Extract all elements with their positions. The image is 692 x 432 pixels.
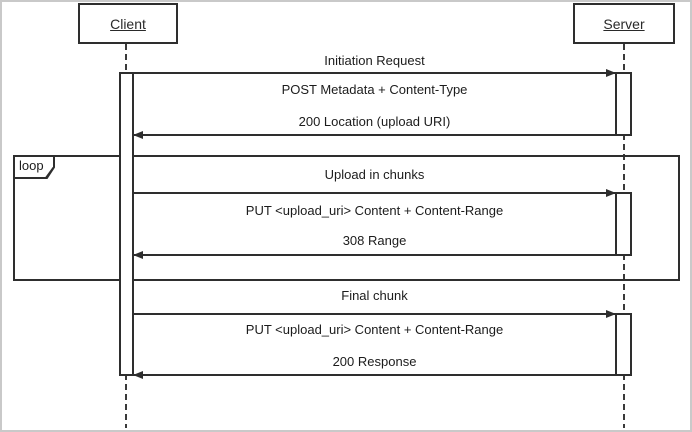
message-line-put-chunk: [134, 189, 616, 197]
message-label-200-response: 200 Response: [332, 354, 417, 369]
server-activation-bar-1: [615, 72, 632, 136]
client-activation-bar: [119, 72, 134, 376]
server-activation-bar-3: [615, 313, 632, 376]
loop-operator-pentagon: loop: [13, 155, 55, 179]
loop-fragment-border: [13, 155, 680, 281]
message-label-200-location: 200 Location (upload URI): [298, 114, 451, 129]
loop-operator-label: loop: [19, 158, 44, 173]
section-title-final-chunk: Final chunk: [341, 288, 408, 303]
server-actor-box: Server: [573, 3, 675, 44]
arrowhead-left-icon: [133, 371, 143, 379]
message-label-post-metadata: POST Metadata + Content-Type: [281, 82, 468, 97]
message-label-308-range: 308 Range: [342, 233, 407, 248]
message-line-put-final: [134, 310, 616, 318]
arrowhead-right-icon: [606, 69, 616, 77]
loop-operator-pentagon-fill: [15, 157, 53, 177]
message-line-post-metadata: [134, 69, 616, 77]
arrowhead-left-icon: [133, 251, 143, 259]
section-title-initiation: Initiation Request: [324, 53, 425, 68]
arrowhead-right-icon: [606, 310, 616, 318]
arrowhead-right-icon: [606, 189, 616, 197]
server-activation-bar-2: [615, 192, 632, 256]
client-actor-label: Client: [110, 15, 146, 32]
arrowhead-left-icon: [133, 131, 143, 139]
message-line-308-range: [133, 251, 615, 259]
message-line-200-response: [133, 371, 615, 379]
client-actor-box: Client: [78, 3, 178, 44]
message-label-put-final: PUT <upload_uri> Content + Content-Range: [245, 322, 504, 337]
message-line-200-location: [133, 131, 615, 139]
message-label-put-chunk: PUT <upload_uri> Content + Content-Range: [245, 203, 504, 218]
section-title-upload-chunks: Upload in chunks: [324, 167, 425, 182]
server-actor-label: Server: [603, 15, 645, 32]
